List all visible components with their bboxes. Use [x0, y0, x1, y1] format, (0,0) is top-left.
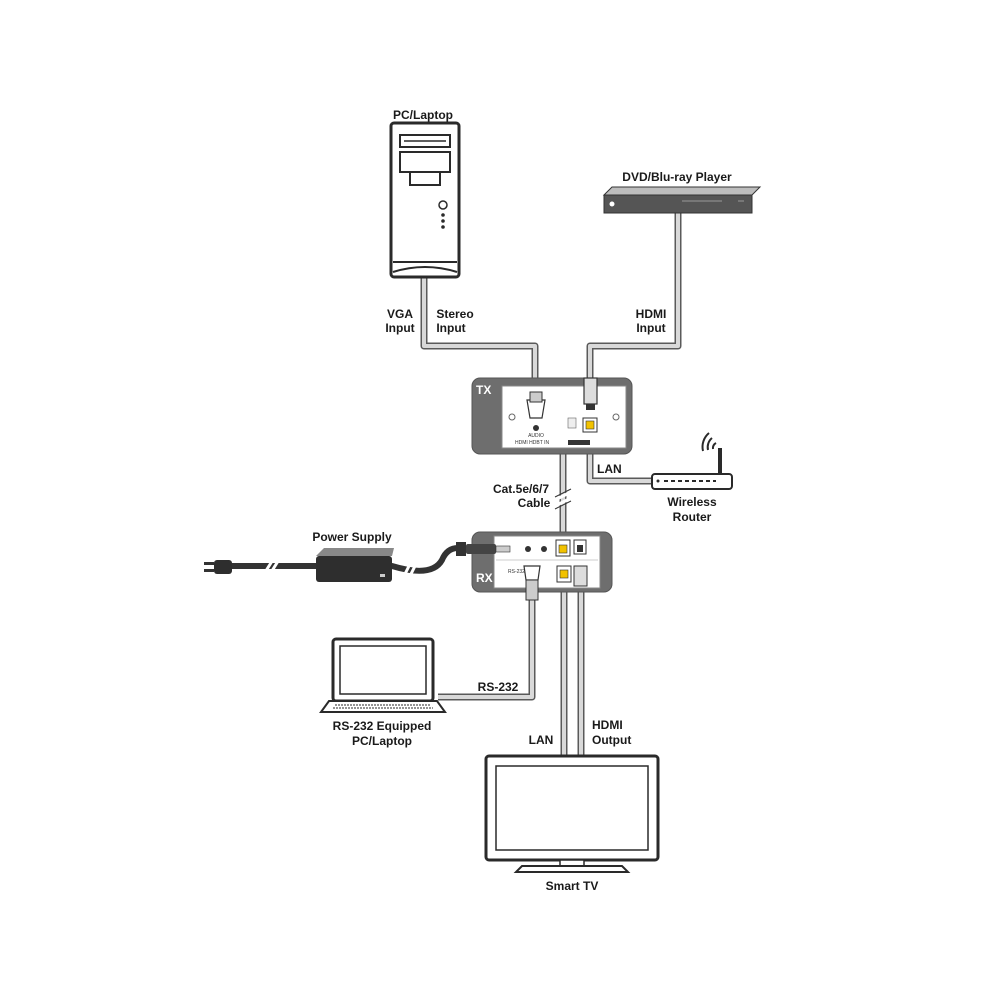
hdmi-input-label-line1: HDMI — [636, 307, 667, 321]
lan-tx-label: LAN — [597, 462, 622, 476]
dvd-player-icon — [602, 186, 762, 214]
vga-input-label-line1: VGA — [387, 307, 413, 321]
router-label-line2: Router — [673, 510, 712, 524]
svg-text:RS-232: RS-232 — [508, 569, 525, 575]
tv-label: Smart TV — [546, 879, 599, 893]
power-supply-label: Power Supply — [312, 530, 392, 544]
wireless-router-icon — [651, 432, 733, 490]
laptop-label-line1: RS-232 Equipped — [333, 719, 432, 733]
hdmi-output-label-line2: Output — [592, 733, 631, 747]
power-supply-icon — [204, 548, 394, 582]
rx-label: RX — [476, 571, 493, 585]
cables — [229, 207, 682, 762]
rs232-label: RS-232 — [478, 680, 519, 694]
stereo-input-label-line1: Stereo — [436, 307, 473, 321]
cat-cable-label-line2: Cable — [518, 496, 551, 510]
svg-text:AUDIO: AUDIO — [528, 433, 544, 439]
hdmi-output-label-line1: HDMI — [592, 718, 623, 732]
laptop-icon — [319, 637, 447, 713]
cable-break-marks — [262, 490, 572, 581]
power-dc-cable — [389, 545, 461, 574]
tx-label: TX — [476, 383, 491, 397]
vga-cable — [420, 278, 539, 392]
rx-unit: RS-232 — [456, 531, 613, 601]
vga-input-label-line2: Input — [385, 321, 414, 335]
pc-label: PC/Laptop — [393, 108, 453, 122]
svg-text:HDMI HDBT IN: HDMI HDBT IN — [515, 440, 549, 446]
hdmi-input-label-line2: Input — [636, 321, 665, 335]
laptop-label-line2: PC/Laptop — [352, 734, 412, 748]
smart-tv-icon — [484, 754, 660, 873]
pc-tower-icon — [389, 121, 461, 279]
tx-unit: AUDIO HDMI HDBT IN — [471, 377, 633, 455]
hdmi-input-cable — [586, 207, 682, 382]
lan-rx-label: LAN — [529, 733, 554, 747]
cat-cable-label-line1: Cat.5e/6/7 — [493, 482, 549, 496]
dvd-label: DVD/Blu-ray Player — [622, 170, 732, 184]
router-label-line1: Wireless — [667, 495, 717, 509]
stereo-input-label-line2: Input — [436, 321, 465, 335]
